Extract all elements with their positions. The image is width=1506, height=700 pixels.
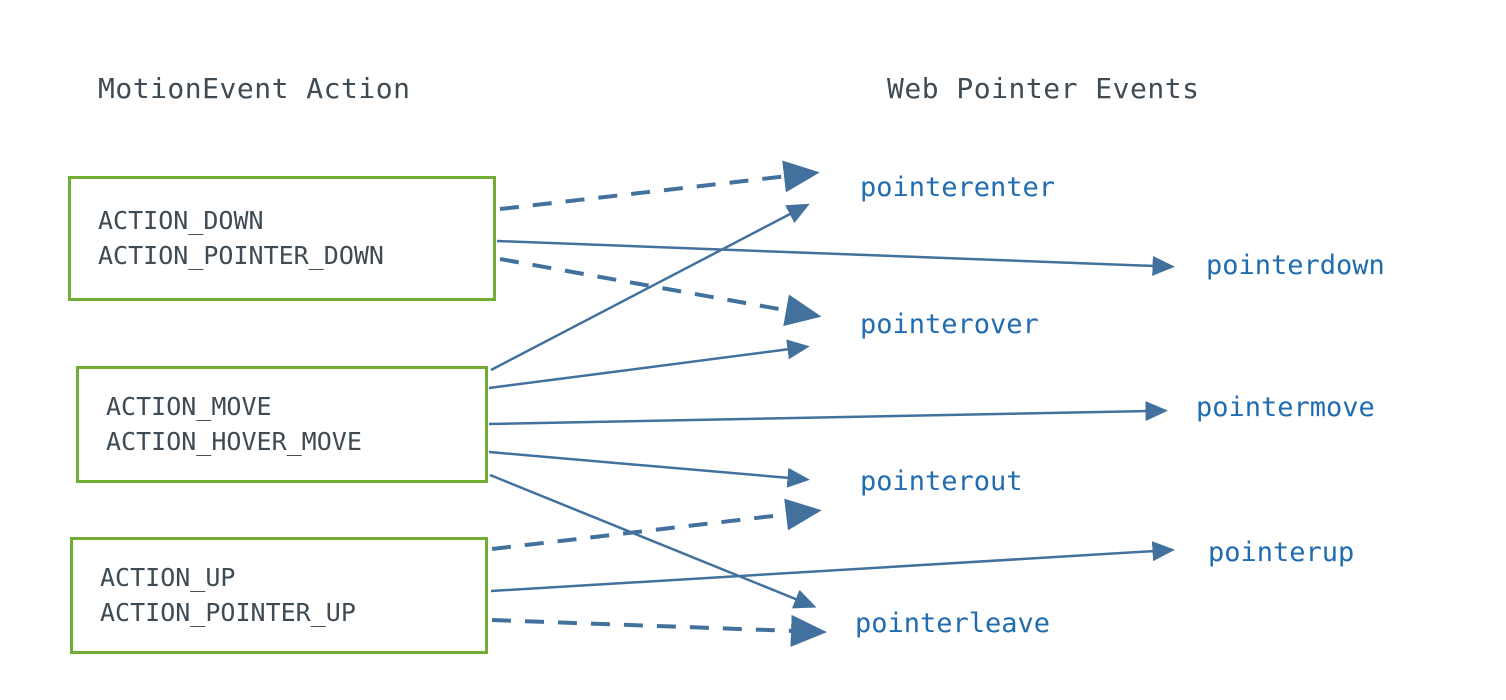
action-box-down-line-2: ACTION_POINTER_DOWN: [98, 240, 384, 270]
edge-move-to-pointerleave: [489, 473, 817, 609]
action-box-move-line-1: ACTION_MOVE: [106, 392, 272, 421]
event-label-pointerleave: pointerleave: [855, 608, 1051, 639]
column-heading-motionevent-action: MotionEvent Action: [98, 72, 411, 105]
edge-move-to-pointerenter: [490, 203, 810, 372]
edge-up-to-pointerup: [490, 541, 1175, 593]
edge-down-to-pointerenter: [499, 160, 820, 211]
column-heading-web-pointer-events: Web Pointer Events: [887, 72, 1200, 105]
action-box-move-line-2: ACTION_HOVER_MOVE: [106, 426, 362, 456]
event-label-pointerover: pointerover: [860, 309, 1039, 340]
event-label-pointerout: pointerout: [860, 466, 1023, 497]
action-box-move: ACTION_MOVE ACTION_HOVER_MOVE: [76, 366, 488, 483]
action-box-up-line-1: ACTION_UP: [100, 563, 236, 592]
edge-move-to-pointermove: [488, 401, 1168, 426]
event-label-pointerdown: pointerdown: [1206, 250, 1385, 281]
edge-down-to-pointerover: [499, 257, 822, 327]
action-box-up-line-2: ACTION_POINTER_UP: [100, 597, 356, 627]
edge-move-to-pointerover: [488, 339, 810, 390]
action-box-down-line-1: ACTION_DOWN: [98, 206, 264, 235]
event-label-pointerup: pointerup: [1208, 537, 1355, 568]
action-box-up: ACTION_UP ACTION_POINTER_UP: [70, 537, 488, 654]
edge-up-to-pointerout: [491, 498, 822, 551]
edge-up-to-pointerleave: [491, 614, 827, 647]
edge-move-to-pointerout: [488, 450, 810, 488]
event-label-pointermove: pointermove: [1196, 392, 1375, 423]
action-box-down: ACTION_DOWN ACTION_POINTER_DOWN: [68, 176, 496, 301]
event-label-pointerenter: pointerenter: [860, 172, 1056, 203]
edge-down-to-pointerdown: [496, 239, 1175, 276]
